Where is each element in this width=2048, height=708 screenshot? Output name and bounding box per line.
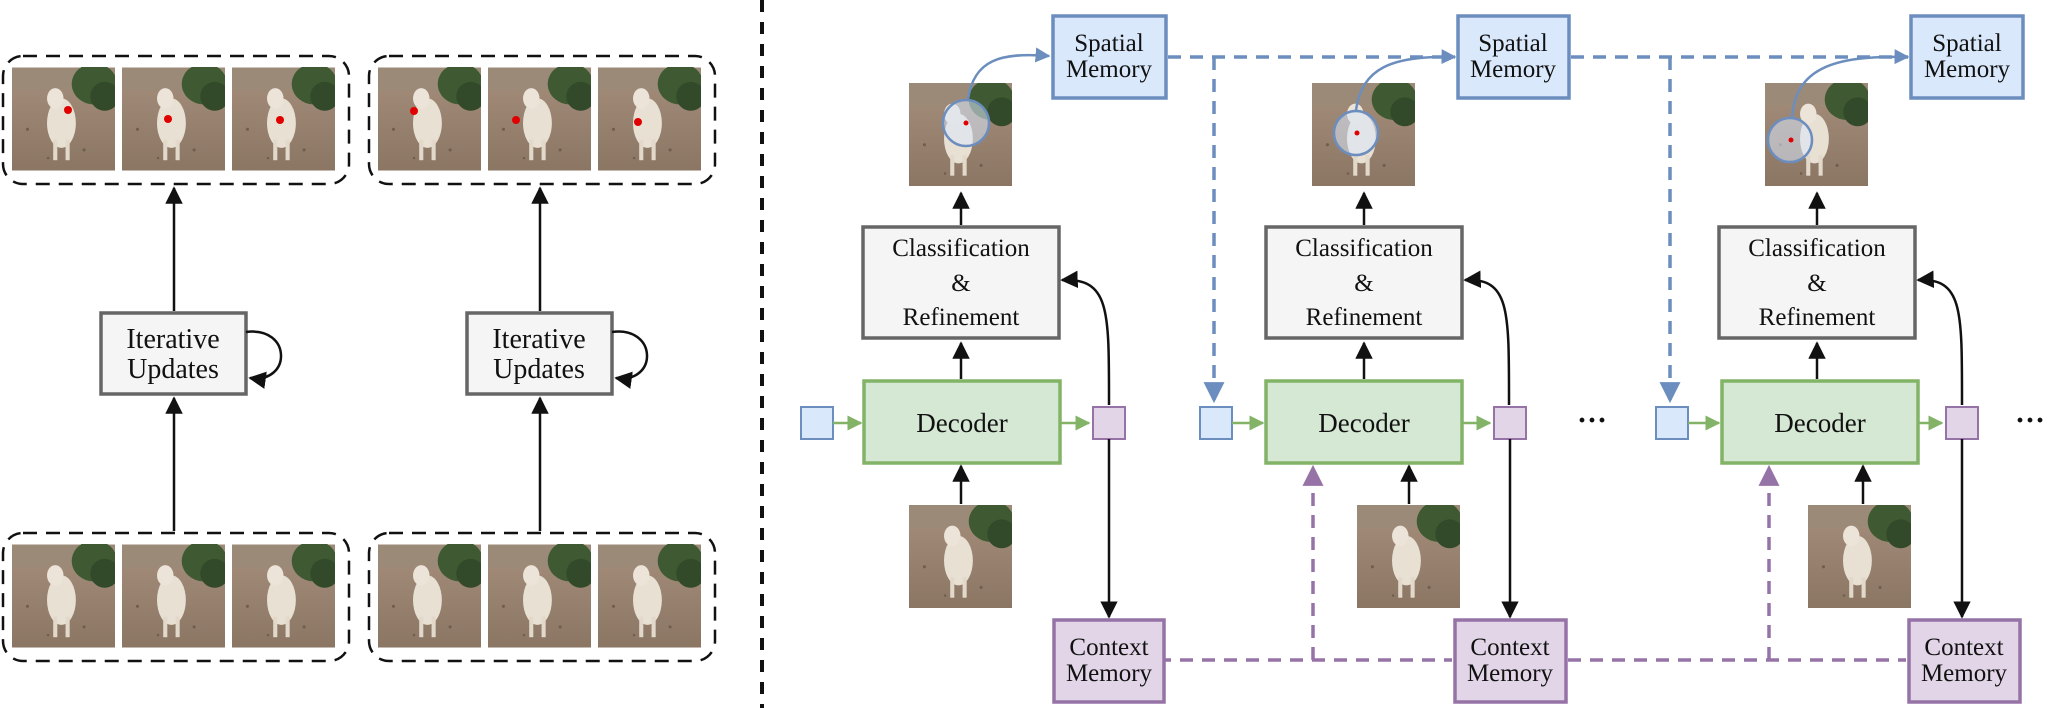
- left-panel: Iterative Updates Iterative Updates: [1, 54, 717, 663]
- iterative-updates-line2: Updates: [127, 354, 219, 385]
- bottom-frame-group-1: [1, 531, 351, 663]
- classification-refinement-box: [1264, 225, 1464, 340]
- context-memory-line2: Memory: [1066, 660, 1153, 687]
- frame-thumbnail: [598, 544, 701, 648]
- frame-thumbnail: [122, 544, 225, 648]
- spatial-token: [1199, 406, 1233, 440]
- iterative-updates-box-2: Iterative Updates: [465, 311, 649, 396]
- spatial-memory-box: [1456, 14, 1571, 100]
- context-memory-line2: Memory: [1921, 660, 2008, 687]
- arrow-to-spatial-memory: [1354, 49, 1457, 111]
- context-memory-line1: Context: [1069, 634, 1148, 661]
- top-frame-group-2: [367, 54, 717, 186]
- arrow-to-classification: [1060, 270, 1111, 406]
- frame-thumbnail: [12, 67, 115, 171]
- spatial-memory-line2: Memory: [1924, 56, 2011, 83]
- stage-1: Spatial Memory Classification & Refineme…: [800, 14, 1168, 704]
- iterative-updates-box-1: Iterative Updates: [99, 311, 283, 396]
- stage-2: Spatial Memory Classification & Refineme…: [1199, 14, 1607, 704]
- frame-thumbnail: [378, 67, 481, 171]
- frame-thumbnail: [232, 67, 335, 171]
- decoder-label: Decoder: [916, 408, 1007, 438]
- spatial-memory-line2: Memory: [1066, 56, 1153, 83]
- classification-refinement-box: [1717, 225, 1917, 340]
- context-memory-line2: Memory: [1467, 660, 1554, 687]
- classification-line3: Refinement: [1306, 304, 1423, 331]
- context-memory-line1: Context: [1470, 634, 1549, 661]
- spatial-token: [1655, 406, 1689, 440]
- frame-thumbnail: [12, 544, 115, 648]
- spatial-memory-line2: Memory: [1470, 56, 1557, 83]
- decoder-label: Decoder: [1318, 408, 1409, 438]
- right-panel: Spatial Memory Classification & Refineme…: [800, 14, 2045, 704]
- continuation-dots: ···: [2015, 404, 2045, 437]
- context-memory-line1: Context: [1924, 634, 2003, 661]
- classification-line1: Classification: [1295, 235, 1433, 262]
- classification-line2: &: [1354, 270, 1373, 297]
- point-marker: [634, 118, 642, 126]
- iterative-updates-line2: Updates: [493, 354, 585, 385]
- bottom-frames: [12, 544, 701, 648]
- frame-thumbnail: [488, 67, 591, 171]
- decoder-box: [1264, 379, 1464, 465]
- context-token: [1493, 406, 1527, 440]
- context-memory-box: [1907, 618, 2022, 704]
- frame-thumbnail: [232, 544, 335, 648]
- input-frame-thumbnail: [1808, 505, 1911, 608]
- spatial-memory-box: [1909, 14, 2025, 100]
- classification-refinement-box: [861, 225, 1061, 340]
- context-memory-box: [1453, 618, 1568, 704]
- context-memory-box: [1052, 618, 1166, 704]
- self-loop-arrow: [245, 330, 283, 389]
- classification-line3: Refinement: [1759, 304, 1876, 331]
- continuation-dots: ···: [1577, 404, 1607, 437]
- arrow-to-spatial-memory: [966, 47, 1051, 100]
- classification-line3: Refinement: [903, 304, 1020, 331]
- context-token: [1945, 406, 1979, 440]
- top-frame-group-1: [1, 54, 351, 186]
- point-marker: [1354, 130, 1360, 136]
- frame-thumbnail: [378, 544, 481, 648]
- point-marker: [1788, 137, 1794, 143]
- arrow-to-spatial-memory: [1790, 49, 1910, 118]
- spatial-memory-line1: Spatial: [1074, 30, 1143, 57]
- self-loop-arrow: [611, 330, 649, 389]
- classification-line2: &: [1807, 270, 1826, 297]
- point-marker: [963, 120, 969, 126]
- arrow-to-classification: [1916, 270, 1964, 406]
- classification-line2: &: [951, 270, 970, 297]
- decoder-box: [862, 379, 1062, 465]
- iterative-updates-line1: Iterative: [126, 324, 219, 355]
- input-frame-thumbnail: [909, 505, 1012, 608]
- point-marker: [64, 106, 72, 114]
- top-frames: [12, 67, 701, 171]
- point-marker: [512, 116, 520, 124]
- frame-thumbnail: [122, 67, 225, 171]
- context-memory-links: [1158, 464, 1906, 662]
- arrow-to-classification: [1463, 270, 1511, 406]
- iterative-updates-line1: Iterative: [492, 324, 585, 355]
- point-marker: [164, 115, 172, 123]
- point-marker: [276, 116, 284, 124]
- point-marker: [410, 107, 418, 115]
- spatial-memory-links: [1168, 55, 1908, 404]
- stage-3: Spatial Memory Classification & Refineme…: [1655, 14, 2045, 704]
- spatial-memory-line1: Spatial: [1932, 30, 2001, 57]
- decoder-label: Decoder: [1774, 408, 1865, 438]
- classification-line1: Classification: [1748, 235, 1886, 262]
- input-frame-thumbnail: [1357, 505, 1460, 608]
- spatial-memory-line1: Spatial: [1478, 30, 1547, 57]
- spatial-memory-box: [1051, 14, 1168, 100]
- spatial-token: [800, 406, 834, 440]
- bottom-frame-group-2: [367, 531, 717, 663]
- frame-thumbnail: [488, 544, 591, 648]
- frame-thumbnail: [598, 67, 701, 171]
- context-token: [1092, 406, 1126, 440]
- classification-line1: Classification: [892, 235, 1030, 262]
